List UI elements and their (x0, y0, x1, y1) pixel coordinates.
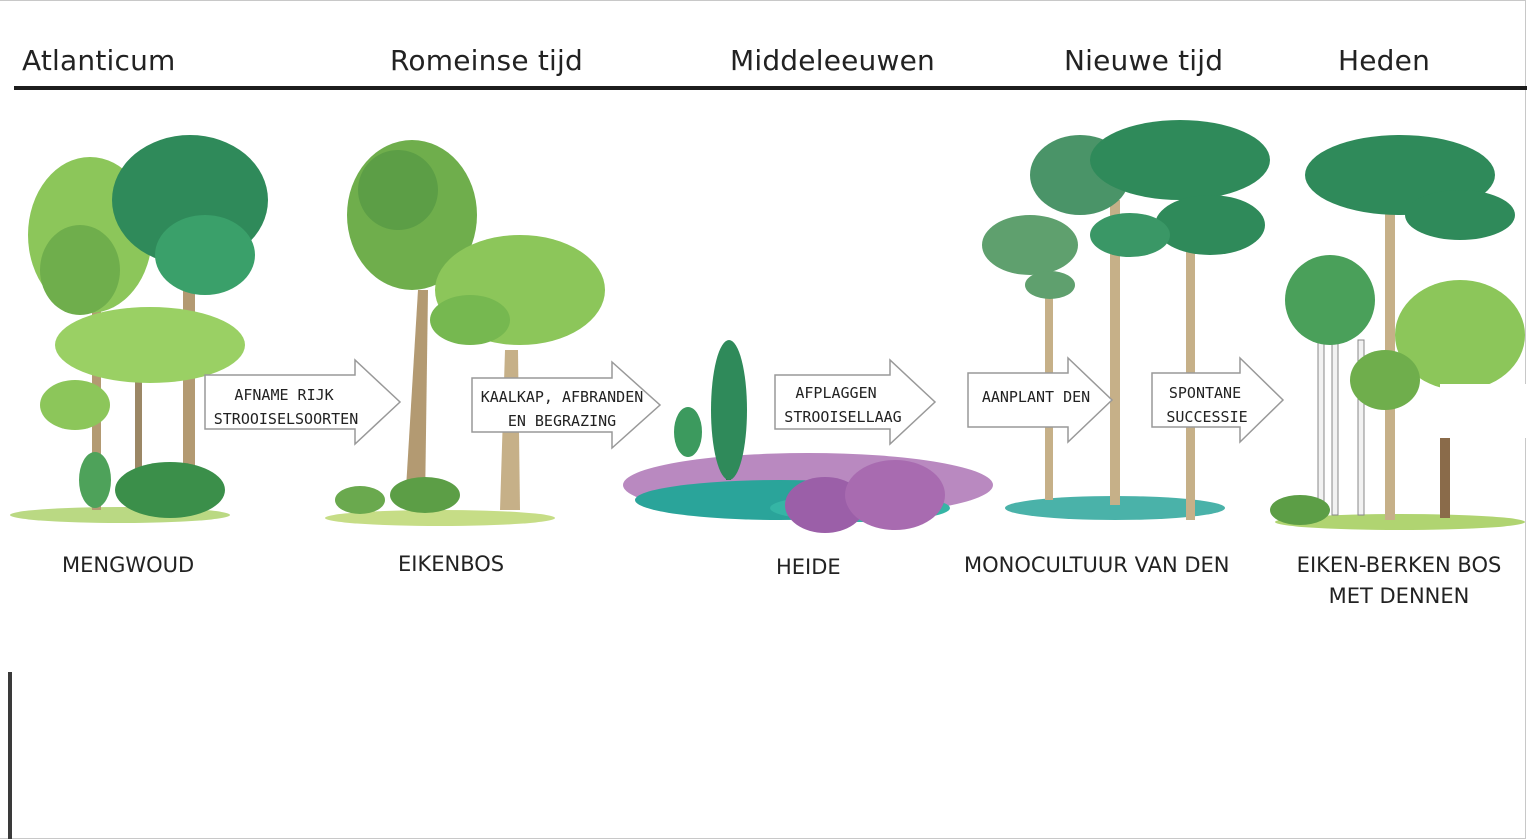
arrow-label-line1: KAALKAP, AFBRANDEN (481, 388, 644, 406)
arrow-aanplant-den: AANPLANT DEN (968, 358, 1112, 442)
stage-label-line2: MET DENNEN (1286, 581, 1512, 612)
stage-label-line1: EIKEN-BERKEN BOS (1286, 550, 1512, 581)
stage-label-mengwoud: MENGWOUD (62, 550, 194, 581)
arrow-spontane-successie: SPONTANE SUCCESSIE (1152, 358, 1283, 442)
eikenbos-illustration (325, 140, 605, 526)
arrow-kaalkap: KAALKAP, AFBRANDEN EN BEGRAZING (472, 362, 660, 448)
arrow-label-line2: SUCCESSIE (1166, 408, 1247, 426)
arrow-label-line1: SPONTANE (1169, 384, 1241, 402)
arrow-afname-rijk: AFNAME RIJK STROOISELSOORTEN (205, 360, 400, 444)
monocultuur-illustration (982, 120, 1270, 520)
arrow-label-line1: AFNAME RIJK (234, 386, 333, 404)
arrow-label-line2: STROOISELLAAG (784, 408, 901, 426)
arrow-afplaggen: AFPLAGGEN STROOISELLAAG (775, 360, 935, 444)
arrow-label-line2: EN BEGRAZING (508, 412, 616, 430)
stage-label-heide: HEIDE (776, 552, 841, 583)
heide-illustration (623, 340, 993, 533)
arrow-label-line2: STROOISELSOORTEN (214, 410, 359, 428)
stage-label-eikenbos: EIKENBOS (398, 549, 504, 580)
eiken-berken-illustration (1270, 135, 1527, 530)
stage-label-eiken-berken: EIKEN-BERKEN BOS MET DENNEN (1286, 550, 1512, 612)
arrow-label-line1: AANPLANT DEN (982, 388, 1090, 406)
arrow-label-line1: AFPLAGGEN (795, 384, 876, 402)
mengwoud-illustration (10, 135, 268, 523)
stage-label-monocultuur: MONOCULTUUR VAN DEN (964, 550, 1229, 581)
